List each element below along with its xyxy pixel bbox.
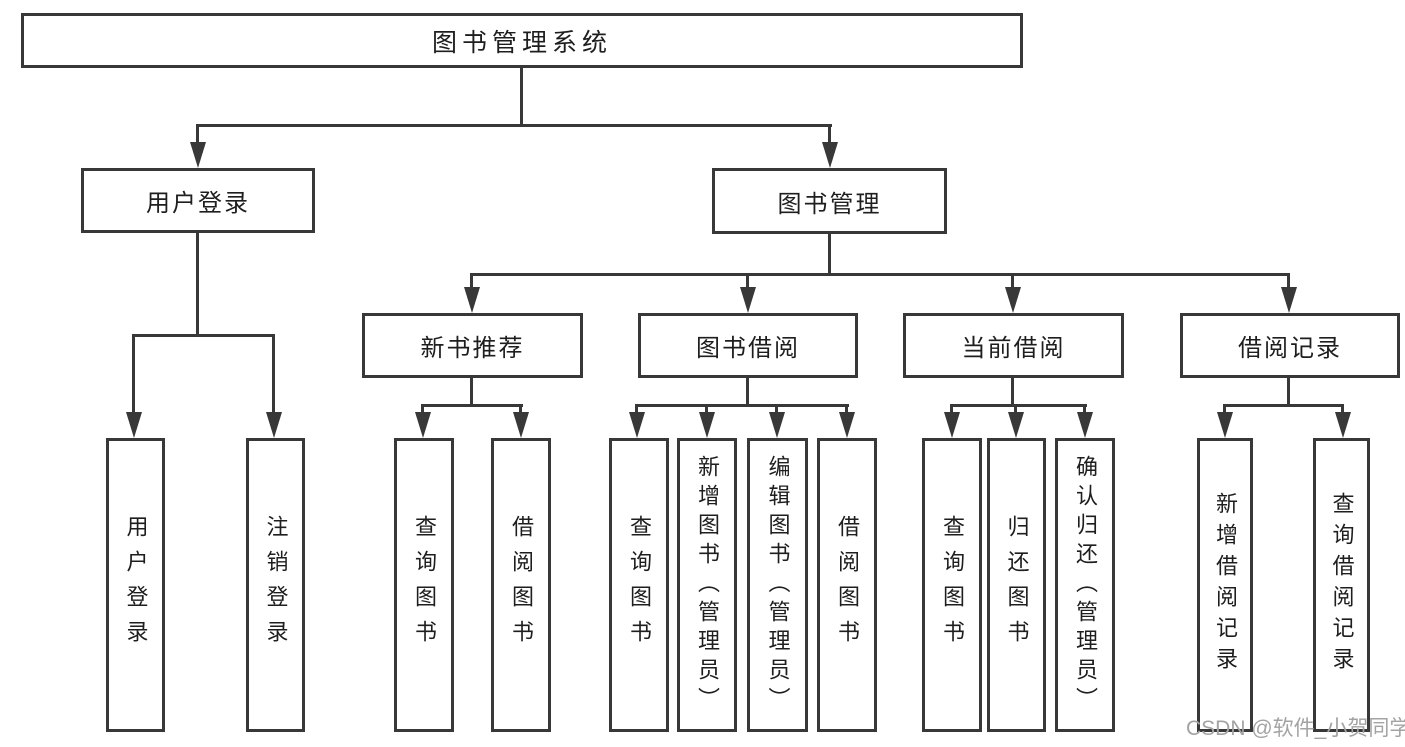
arrow-down-icon — [464, 287, 480, 313]
node-logout-label: 注销登录 — [263, 515, 289, 655]
connector-drop-user-login — [196, 124, 199, 146]
connector-drop — [950, 404, 953, 416]
node-login: 用户登录 — [106, 438, 165, 732]
node-current-borrow-label: 当前借阅 — [961, 335, 1066, 362]
node-cb-return-book: 归还图书 — [987, 438, 1046, 732]
arrow-down-icon — [699, 412, 715, 438]
connector-borrow-record-rail — [1224, 404, 1343, 407]
node-login-label: 用户登录 — [123, 515, 149, 655]
node-book-borrow-label: 图书借阅 — [696, 335, 800, 362]
node-root-label: 图书管理系统 — [431, 28, 612, 57]
connector-user-login-rail — [133, 334, 275, 337]
connector-drop-logout — [272, 334, 275, 416]
connector-book-borrow-feed — [746, 378, 749, 407]
arrow-down-icon — [1217, 412, 1233, 438]
arrow-down-icon — [1005, 287, 1021, 313]
node-cb-query-book: 查询图书 — [922, 438, 982, 732]
arrow-down-icon — [126, 412, 142, 438]
connector-l3-rail — [470, 273, 1290, 276]
connector-drop-book-borrow — [746, 273, 749, 291]
node-bb-query-book-label: 查询图书 — [627, 515, 652, 655]
arrow-down-icon — [839, 412, 855, 438]
arrow-down-icon — [1281, 287, 1297, 313]
node-user-login: 用户登录 — [81, 168, 315, 233]
node-rec-query-book: 查询图书 — [394, 438, 454, 732]
node-borrow-record: 借阅记录 — [1180, 313, 1400, 378]
node-br-query-record-label: 查询借阅记录 — [1329, 492, 1355, 678]
connector-drop-book-mgmt — [828, 124, 831, 146]
arrow-down-icon — [415, 412, 431, 438]
node-bb-borrow-book-label: 借阅图书 — [835, 515, 860, 655]
arrow-down-icon — [629, 412, 645, 438]
connector-current-borrow-rail — [951, 404, 1087, 407]
arrow-down-icon — [1335, 412, 1351, 438]
connector-drop — [635, 404, 638, 416]
node-rec-query-book-label: 查询图书 — [412, 515, 437, 655]
connector-drop — [705, 404, 708, 416]
connector-new-book-rec-feed — [470, 378, 473, 407]
connector-root-feed — [520, 68, 523, 127]
arrow-down-icon — [769, 412, 785, 438]
node-cb-return-book-label: 归还图书 — [1004, 515, 1030, 655]
connector-drop — [1014, 404, 1017, 416]
node-user-login-label: 用户登录 — [146, 190, 250, 217]
connector-drop — [1083, 404, 1086, 416]
node-cb-confirm-return-admin-label: 确认归还（管理员） — [1073, 454, 1098, 716]
arrow-down-icon — [822, 142, 838, 168]
node-current-borrow: 当前借阅 — [903, 313, 1124, 378]
node-cb-confirm-return-admin: 确认归还（管理员） — [1055, 438, 1115, 732]
node-bb-borrow-book: 借阅图书 — [817, 438, 877, 732]
node-bb-add-book-admin-label: 新增图书（管理员） — [695, 454, 720, 716]
node-rec-borrow-book: 借阅图书 — [491, 438, 551, 732]
arrow-down-icon — [1077, 412, 1093, 438]
connector-l2-rail — [197, 124, 832, 127]
node-book-mgmt-label: 图书管理 — [777, 190, 882, 218]
connector-drop — [1341, 404, 1344, 416]
node-br-add-record-label: 新增借阅记录 — [1213, 492, 1238, 678]
connector-drop-current-borrow — [1011, 273, 1014, 291]
arrow-down-icon — [1008, 412, 1024, 438]
node-logout: 注销登录 — [246, 438, 305, 732]
node-br-add-record: 新增借阅记录 — [1197, 438, 1253, 732]
connector-drop-borrow-record — [1287, 273, 1290, 291]
node-root: 图书管理系统 — [21, 13, 1023, 68]
node-rec-borrow-book-label: 借阅图书 — [509, 515, 534, 655]
connector-current-borrow-feed — [1011, 378, 1014, 407]
connector-drop — [519, 404, 522, 416]
node-bb-query-book: 查询图书 — [609, 438, 669, 732]
connector-user-login-feed — [196, 233, 199, 337]
connector-drop — [421, 404, 424, 416]
node-new-book-rec-label: 新书推荐 — [420, 335, 525, 362]
connector-drop — [1223, 404, 1226, 416]
node-new-book-rec: 新书推荐 — [362, 313, 583, 378]
connector-drop — [775, 404, 778, 416]
connector-drop — [845, 404, 848, 416]
arrow-down-icon — [944, 412, 960, 438]
connector-book-mgmt-feed — [828, 234, 831, 276]
connector-borrow-record-feed — [1287, 378, 1290, 407]
node-cb-query-book-label: 查询图书 — [940, 515, 965, 655]
arrow-down-icon — [513, 412, 529, 438]
node-br-query-record: 查询借阅记录 — [1313, 438, 1370, 732]
connector-drop-new-book-rec — [470, 273, 473, 291]
arrow-down-icon — [740, 287, 756, 313]
connector-book-borrow-rail — [636, 404, 849, 407]
node-book-mgmt: 图书管理 — [712, 168, 947, 234]
connector-drop-login — [132, 334, 135, 416]
node-bb-add-book-admin: 新增图书（管理员） — [677, 438, 737, 732]
node-borrow-record-label: 借阅记录 — [1238, 335, 1342, 362]
arrow-down-icon — [266, 412, 282, 438]
connector-new-book-rec-rail — [422, 404, 523, 407]
node-bb-edit-book-admin-label: 编辑图书（管理员） — [765, 454, 791, 716]
node-book-borrow: 图书借阅 — [638, 313, 858, 378]
arrow-down-icon — [190, 142, 206, 168]
csdn-watermark: CSDN @软件_小贺同学 — [1186, 717, 1405, 740]
node-bb-edit-book-admin: 编辑图书（管理员） — [747, 438, 808, 732]
